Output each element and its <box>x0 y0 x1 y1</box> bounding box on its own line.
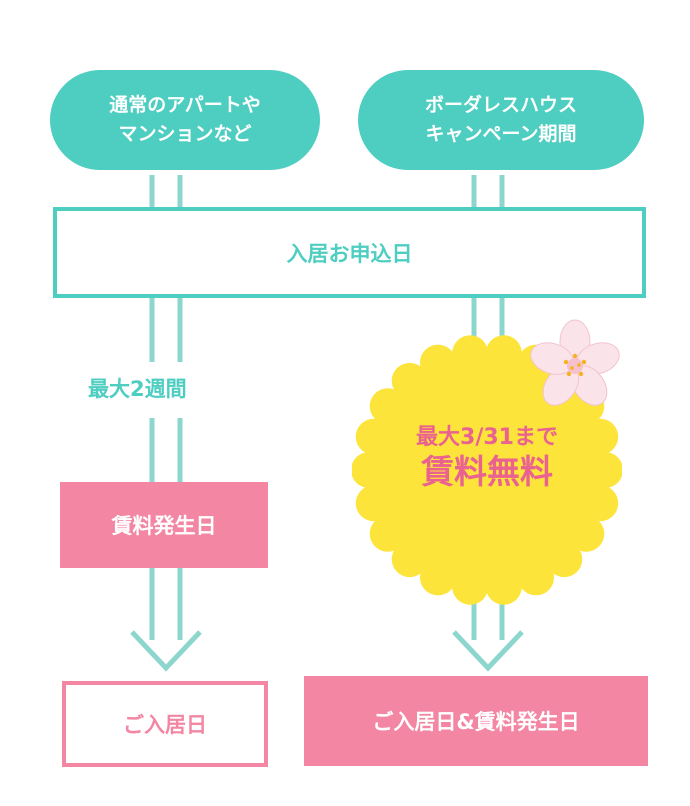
badge-scallop <box>518 559 555 596</box>
badge-scallop <box>355 418 392 455</box>
pill-regular-line2: マンションなど <box>118 123 252 145</box>
free-rent-badge-text: 最大3/31まで 賃料無料 <box>372 425 602 494</box>
move-in-and-rent-start-label: ご入居日&賃料発生日 <box>372 710 580 734</box>
badge-scallop <box>452 335 489 372</box>
badge-scallop <box>485 335 522 372</box>
badge-line1: 最大3/31まで <box>416 425 558 450</box>
max-two-weeks-label: 最大2週間 <box>88 377 187 401</box>
badge-scallop <box>546 541 583 578</box>
pill-regular-apartments: 通常のアパートや マンションなど <box>50 70 320 170</box>
badge-scallop <box>582 418 619 455</box>
badge-scallop <box>582 485 619 522</box>
badge-scallop <box>568 515 605 552</box>
badge-scallop <box>391 541 428 578</box>
rent-start-box: 賃料発生日 <box>60 482 268 568</box>
pill-campaign-line1: ボーダレスハウス <box>424 93 577 116</box>
badge-scallop <box>369 515 406 552</box>
pill-campaign-line2: キャンペーン期間 <box>425 123 577 145</box>
badge-scallop <box>369 388 406 425</box>
pill-regular-line1: 通常のアパートや <box>109 93 261 116</box>
move-in-label: ご入居日 <box>123 713 207 737</box>
badge-scallop <box>419 559 456 596</box>
badge-scallop <box>587 452 622 488</box>
badge-scallop <box>352 452 387 488</box>
badge-scallop <box>355 485 392 522</box>
move-in-box: ご入居日 <box>62 681 268 767</box>
application-date-box: 入居お申込日 <box>53 207 646 298</box>
badge-scallop <box>485 568 522 605</box>
right-arrow-head <box>452 630 524 672</box>
rent-start-label: 賃料発生日 <box>111 514 217 538</box>
badge-line2: 賃料無料 <box>421 452 553 492</box>
badge-scallop <box>391 362 428 399</box>
free-rent-badge-shape <box>352 335 622 605</box>
move-in-and-rent-start-box: ご入居日&賃料発生日 <box>304 676 648 766</box>
badge-scallop <box>452 568 489 605</box>
badge-scallop <box>419 344 456 381</box>
pill-campaign-period: ボーダレスハウス キャンペーン期間 <box>358 70 644 170</box>
application-date-label: 入居お申込日 <box>286 241 413 266</box>
left-arrow-head <box>130 630 202 672</box>
cherry-blossom-icon <box>530 319 620 406</box>
